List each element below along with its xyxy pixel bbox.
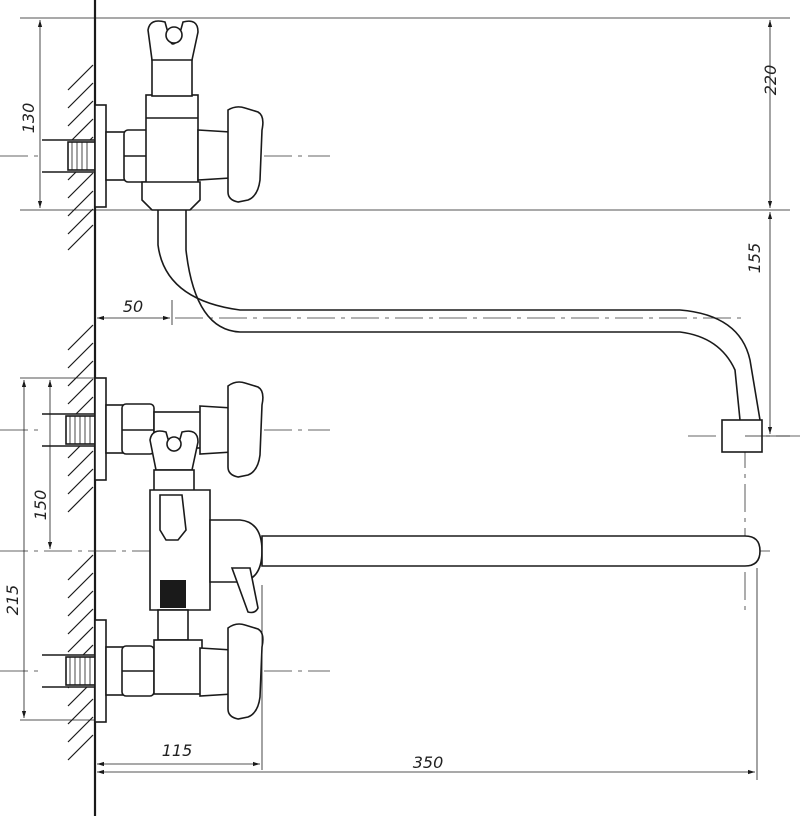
middle-flange — [94, 377, 107, 481]
dimension-155: 155 — [95, 209, 790, 437]
mixer-lower-stem — [157, 609, 189, 641]
dimension-220: 220 — [180, 17, 790, 208]
upper-valve-neck — [197, 129, 231, 181]
swan-spout-inner — [185, 210, 741, 421]
dimension-150: 150 — [20, 377, 95, 549]
swan-spout-outer — [157, 210, 761, 421]
upper-handle — [227, 106, 264, 203]
dimension-label-350: 350 — [413, 753, 444, 772]
holder-ring — [165, 26, 183, 44]
dimension-350: 350 — [97, 568, 758, 780]
mixer-holder-ring — [166, 436, 182, 452]
middle-valve-assembly — [42, 377, 264, 481]
dimension-label-215: 215 — [3, 585, 22, 616]
long-spout — [261, 535, 761, 567]
upper-valve-body — [145, 94, 199, 184]
dimension-215: 215 — [3, 380, 95, 721]
dimension-50: 50 — [97, 297, 173, 325]
lower-flange — [94, 619, 107, 723]
mixer-collar — [153, 469, 195, 493]
lower-valve-body — [153, 639, 203, 695]
dimension-label-50: 50 — [123, 297, 143, 316]
wall — [67, 0, 97, 816]
diverter-lever — [159, 494, 187, 541]
dimension-label-115: 115 — [162, 741, 193, 760]
dimension-130: 130 — [19, 17, 180, 211]
lower-handle — [227, 623, 264, 720]
wall-hatch-bottom — [67, 324, 94, 761]
dimension-label-155: 155 — [745, 243, 764, 274]
middle-handle — [227, 381, 264, 478]
dimension-label-150: 150 — [31, 490, 50, 521]
middle-nut — [121, 403, 155, 455]
upper-stem — [105, 131, 127, 181]
lower-valve-assembly — [42, 619, 264, 723]
upper-flange — [94, 104, 107, 208]
mixer-lever — [230, 567, 259, 614]
diverter-thread — [160, 580, 186, 608]
holder-stem — [151, 57, 193, 97]
upper-valve-assembly — [42, 20, 763, 453]
swan-base-collar — [141, 181, 201, 211]
mixer-assembly — [149, 430, 761, 641]
dimension-label-220: 220 — [761, 65, 780, 96]
dimension-115: 115 — [97, 585, 263, 770]
dimension-label-130: 130 — [19, 103, 38, 134]
